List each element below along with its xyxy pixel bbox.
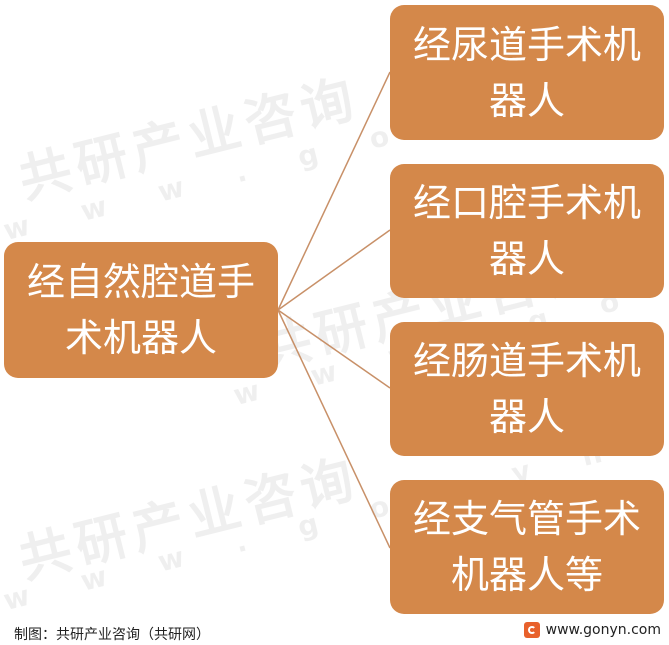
connector-bronchial bbox=[277, 309, 391, 549]
child-node-intestinal: 经肠道手术机 器人 bbox=[390, 322, 664, 456]
child-node-label-line-2: 器人 bbox=[488, 395, 565, 439]
child-node-bronchial: 经支气管手术 机器人等 bbox=[390, 480, 664, 614]
footer-brand: www.gonyn.com bbox=[523, 622, 661, 638]
footer-url[interactable]: www.gonyn.com bbox=[545, 622, 661, 638]
child-node-urethra: 经尿道手术机 器人 bbox=[390, 5, 664, 140]
root-node-label-line-1: 经自然腔道手 bbox=[26, 260, 255, 304]
child-node-label-line-1: 经口腔手术机 bbox=[412, 181, 641, 225]
child-node-oral: 经口腔手术机 器人 bbox=[390, 164, 664, 298]
source-caption: 制图：共研产业咨询（共研网） bbox=[14, 627, 210, 643]
child-node-label-line-1: 经肠道手术机 bbox=[412, 339, 641, 383]
child-node-label-line-1: 经支气管手术 bbox=[412, 497, 641, 541]
connector-oral bbox=[277, 229, 391, 311]
connector-intestinal bbox=[277, 309, 391, 389]
child-node-label-line-2: 器人 bbox=[488, 237, 565, 281]
gonyn-logo-icon bbox=[523, 622, 540, 638]
child-node-label-line-1: 经尿道手术机 bbox=[412, 22, 641, 67]
root-node: 经自然腔道手 术机器人 bbox=[4, 242, 278, 378]
connector-urethra bbox=[277, 71, 391, 311]
root-node-label-line-2: 术机器人 bbox=[64, 316, 217, 360]
child-node-label-line-2: 器人 bbox=[488, 78, 565, 123]
child-node-label-line-2: 机器人等 bbox=[450, 553, 603, 597]
